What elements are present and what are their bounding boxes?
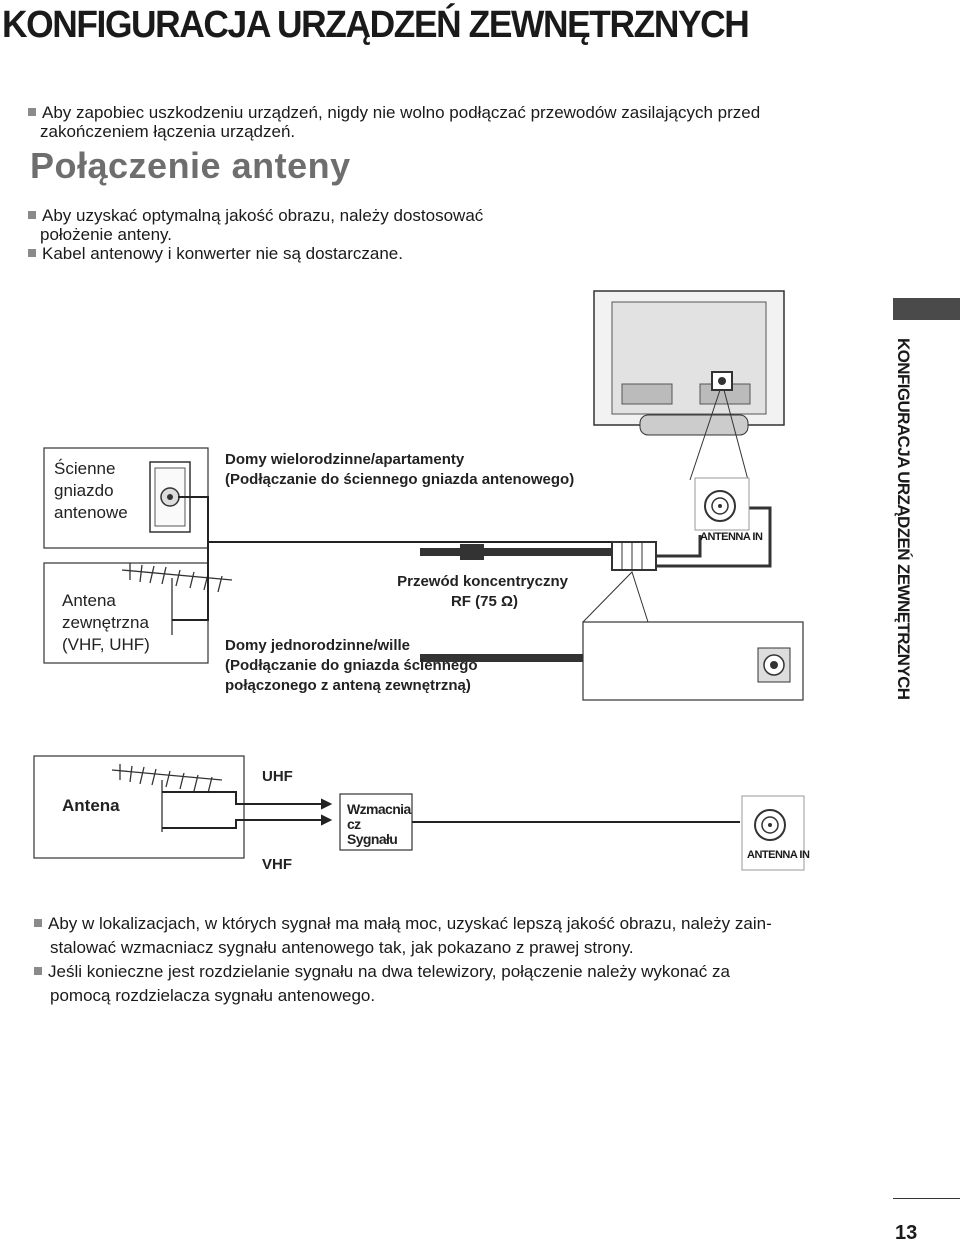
- wall-socket-label-line: antenowe: [54, 503, 128, 522]
- bottom-notes: Aby w lokalizacjach, w których sygnał ma…: [34, 912, 864, 1008]
- side-tab-marker: [893, 298, 960, 320]
- amplifier-diagram: [33, 755, 805, 871]
- tv-to-jack-lines: [656, 389, 772, 568]
- vhf-label: VHF: [262, 856, 292, 873]
- footer-divider: [893, 1198, 960, 1199]
- split-lines: [162, 791, 333, 829]
- page-title: KONFIGURACJA URZĄDZEŃ ZEWNĘTRZNYCH: [2, 4, 750, 46]
- section-bullet-1-line-1: Aby uzyskać optymalną jakość obrazu, nal…: [42, 206, 484, 225]
- single-family-line: połączonego z anteną zewnętrzną): [225, 677, 471, 694]
- multi-family-label: Domy wielorodzinne/apartamenty (Podłącza…: [225, 450, 574, 490]
- bottom-note-1-line-2: stalować wzmacniacz sygnału antenowego t…: [50, 938, 634, 957]
- bottom-note-2-line-1: Jeśli konieczne jest rozdzielanie sygnał…: [48, 962, 730, 981]
- coax-cable-line: Przewód koncentryczny: [397, 573, 568, 590]
- wall-socket-label-line: Ścienne: [54, 459, 116, 478]
- wall-socket-label: Ścienne gniazdo antenowe: [54, 458, 128, 524]
- amplifier-label-line: Sygnału: [347, 831, 398, 847]
- amplifier-label-line: Wzmacnia: [347, 801, 411, 817]
- amplifier-label: Wzmacnia cz Sygnału: [347, 802, 411, 847]
- single-family-line: Domy jednorodzinne/wille: [225, 637, 411, 654]
- multi-family-line: Domy wielorodzinne/apartamenty: [225, 451, 465, 468]
- antenna-label: Antena: [62, 796, 120, 815]
- antenna-in-label: ANTENNA IN: [700, 531, 763, 543]
- bullet-marker: [34, 967, 42, 975]
- bottom-note-2-line-2: pomocą rozdzielacza sygnału antenowego.: [50, 986, 376, 1005]
- section-bullets: Aby uzyskać optymalną jakość obrazu, nal…: [28, 206, 483, 263]
- amplifier-box: [339, 793, 413, 851]
- single-family-line: (Podłączanie do gniazda ściennego: [225, 657, 478, 674]
- bullet-marker: [28, 211, 36, 219]
- uhf-label: UHF: [262, 768, 293, 785]
- wall-socket-label-line: gniazdo: [54, 481, 114, 500]
- intro-note-line-1: Aby zapobiec uszkodzeniu urządzeń, nigdy…: [42, 103, 761, 122]
- outdoor-antenna-label-line: Antena: [62, 591, 116, 610]
- side-tab-label: KONFIGURACJA URZĄDZEŃ ZEWNĘTRZNYCH: [893, 338, 923, 728]
- outdoor-antenna-label: Antena zewnętrzna (VHF, UHF): [62, 590, 150, 656]
- side-tab-text: KONFIGURACJA URZĄDZEŃ ZEWNĘTRZNYCH: [894, 338, 913, 700]
- section-bullet-1-line-2: położenie anteny.: [40, 225, 173, 244]
- bottom-note-1-line-1: Aby w lokalizacjach, w których sygnał ma…: [48, 914, 772, 933]
- antenna-icon: [111, 764, 223, 832]
- amplifier-label-line: cz: [347, 816, 361, 832]
- coax-cable-label: Przewód koncentryczny RF (75 Ω): [394, 572, 568, 612]
- tv-rear-icon: [593, 290, 785, 436]
- bullet-marker: [34, 919, 42, 927]
- bullet-marker: [28, 108, 36, 116]
- section-title: Połączenie anteny: [30, 145, 351, 186]
- bullet-marker: [28, 249, 36, 257]
- intro-note: Aby zapobiec uszkodzeniu urządzeń, nigdy…: [28, 103, 760, 141]
- page-number: 13: [895, 1222, 918, 1244]
- outdoor-antenna-box: [43, 562, 209, 664]
- multi-family-line: (Podłączanie do ściennego gniazda anteno…: [225, 471, 575, 488]
- antenna-connection-diagram: [43, 290, 804, 701]
- antenna-in-jack: [694, 477, 750, 531]
- single-family-label: Domy jednorodzinne/wille (Podłączanie do…: [225, 636, 478, 696]
- outdoor-antenna-label-line: (VHF, UHF): [62, 635, 150, 654]
- antenna-in-jack-2: [741, 795, 805, 871]
- outdoor-antenna-icon: [121, 563, 233, 635]
- coax-cable-line: RF (75 Ω): [450, 593, 518, 610]
- outdoor-antenna-label-line: zewnętrzna: [62, 613, 149, 632]
- intro-note-line-2: zakończeniem łączenia urządzeń.: [40, 122, 296, 141]
- section-bullet-2: Kabel antenowy i konwerter nie są dostar…: [42, 244, 403, 263]
- antenna-in-label-2: ANTENNA IN: [747, 849, 810, 861]
- antenna-jack-small: [757, 647, 791, 683]
